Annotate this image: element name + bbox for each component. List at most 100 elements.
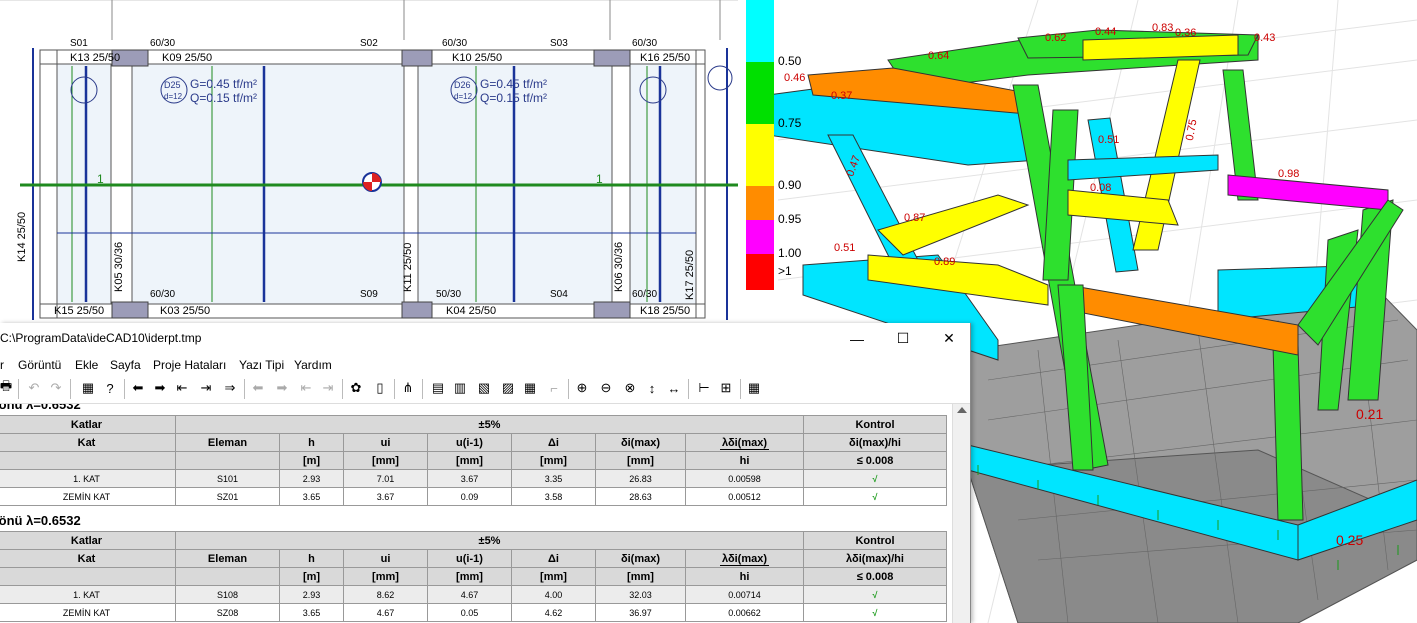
model-value: 0.83 — [1152, 22, 1174, 34]
unit-cell: [mm] — [511, 451, 596, 470]
format-icon[interactable]: ⌐ — [550, 380, 558, 396]
menu-sayfa[interactable]: Sayfa — [110, 358, 141, 372]
report-content[interactable]: Yönü λ=0.6532 Katlar ±5% Kontrol Kat Ele… — [0, 404, 952, 623]
window-title: C:\ProgramData\ideCAD10\iderpt.tmp — [0, 331, 202, 345]
last-disabled-icon[interactable]: ⇥ — [322, 380, 334, 395]
check-mark: √ — [803, 469, 947, 488]
unit-cell: [mm] — [427, 567, 512, 586]
maximize-button[interactable]: ☐ — [896, 330, 910, 346]
minimize-button[interactable]: — — [850, 330, 864, 347]
columns-icon[interactable]: ⊞ — [720, 380, 732, 395]
legend-swatch — [746, 0, 774, 62]
grid-icon[interactable]: ▦ — [523, 380, 537, 395]
column-label: K05 30/36 — [113, 241, 125, 292]
undo-icon[interactable]: ↶ — [28, 380, 40, 395]
zoom-out-icon[interactable]: ⊖ — [600, 380, 612, 395]
unit-cell: [mm] — [427, 451, 512, 470]
menu-gorunum[interactable]: Görüntü — [18, 358, 62, 372]
cell: 2.93 — [279, 469, 344, 488]
first-disabled-icon[interactable]: ⇤ — [300, 380, 312, 395]
goto-icon[interactable]: ⇒ — [224, 380, 236, 395]
arrow-right-icon[interactable]: ➡ — [154, 380, 166, 395]
header-tolerance: ±5% — [175, 415, 804, 434]
table-icon[interactable]: ▦ — [747, 380, 761, 395]
title-bar[interactable]: C:\ProgramData\ideCAD10\iderpt.tmp — ☐ ✕ — [0, 323, 970, 354]
fit-width-icon[interactable]: ↔ — [667, 380, 681, 396]
vertical-scrollbar[interactable] — [952, 404, 970, 623]
cell: 26.83 — [595, 469, 686, 488]
calculator-icon[interactable]: ▦ — [81, 380, 95, 395]
scroll-up-arrow-icon[interactable] — [957, 407, 967, 413]
col-lambda-delta: λδi(max) — [685, 433, 804, 452]
legend-label: 0.90 — [778, 178, 802, 192]
zoom-fit-icon[interactable]: ⊗ — [624, 380, 636, 395]
page-layout-icon-4[interactable]: ▨ — [501, 380, 515, 395]
menu-yardim[interactable]: Yardım — [294, 358, 332, 372]
table-row: ZEMİN KAT SZ08 3.65 4.67 0.05 4.62 36.97… — [0, 603, 947, 622]
prev-disabled-icon[interactable]: ⬅ — [252, 380, 264, 395]
zoom-in-icon[interactable]: ⊕ — [576, 380, 588, 395]
menu-bar: r Görüntü Ekle Sayfa Proje Hataları Yazı… — [0, 354, 970, 375]
col-h: h — [279, 549, 344, 568]
split-icon[interactable]: ⊢ — [698, 380, 710, 395]
beam-label: K13 25/50 — [70, 52, 121, 64]
unit-cell — [0, 567, 176, 586]
menu-item[interactable]: r — [0, 358, 4, 372]
cell: 4.62 — [511, 603, 596, 622]
menu-proje-hatalari[interactable]: Proje Hataları — [153, 358, 227, 372]
menu-ekle[interactable]: Ekle — [75, 358, 99, 372]
col-ratio: λδi(max)/hi — [803, 549, 947, 568]
cell: 4.00 — [511, 585, 596, 604]
header-katlar: Katlar — [0, 531, 176, 550]
axis-label: 1 — [596, 172, 603, 186]
slab-label: S03 — [550, 38, 568, 49]
cell: 2.93 — [279, 585, 344, 604]
unit-cell — [175, 451, 280, 470]
dim-label: 60/30 — [632, 289, 658, 300]
next-disabled-icon[interactable]: ➡ — [276, 380, 288, 395]
page-layout-icon-2[interactable]: ▥ — [453, 380, 467, 395]
check-mark: √ — [803, 603, 947, 622]
model-value: 0.46 — [784, 72, 806, 84]
table-row: 1. KAT S101 2.93 7.01 3.67 3.35 26.83 0.… — [0, 469, 947, 488]
cell: 3.35 — [511, 469, 596, 488]
page-layout-icon-1[interactable]: ▤ — [431, 380, 445, 395]
beam-label: K16 25/50 — [640, 52, 691, 64]
close-button[interactable]: ✕ — [943, 330, 955, 346]
print-icon[interactable]: 🖶 — [0, 378, 13, 393]
model-value: 0.44 — [1095, 26, 1117, 38]
settings-icon[interactable]: ✿ — [350, 380, 362, 395]
last-page-icon[interactable]: ⇥ — [200, 380, 212, 395]
cell: 3.58 — [511, 487, 596, 506]
redo-icon[interactable]: ↷ — [50, 380, 62, 395]
cell: 0.00662 — [685, 603, 804, 622]
cell: SZ08 — [175, 603, 280, 622]
col-ui: ui — [343, 433, 428, 452]
cell: 36.97 — [595, 603, 686, 622]
header-kontrol: Kontrol — [803, 531, 947, 550]
menu-yazi-tipi[interactable]: Yazı Tipi — [239, 358, 285, 372]
col-kat: Kat — [0, 433, 176, 452]
first-page-icon[interactable]: ⇤ — [176, 380, 188, 395]
floor-plan-view[interactable]: S01 S02 S03 S09 S04 K13 25/50 K09 25/50 … — [0, 0, 738, 323]
page-icon[interactable]: ▯ — [376, 380, 384, 395]
legend-swatch — [746, 220, 774, 254]
fit-height-icon[interactable]: ↕ — [648, 380, 656, 396]
legend-label: 0.75 — [778, 116, 802, 130]
report-window[interactable]: C:\ProgramData\ideCAD10\iderpt.tmp — ☐ ✕… — [0, 323, 971, 623]
unit-cell: [mm] — [343, 567, 428, 586]
col-delta: Δi — [511, 433, 596, 452]
cell: 1. KAT — [0, 585, 176, 604]
help-icon[interactable]: ? — [106, 380, 114, 396]
col-delta-max: δi(max) — [595, 433, 686, 452]
cell: ZEMİN KAT — [0, 487, 176, 506]
arrow-left-icon[interactable]: ⬅ — [132, 380, 144, 395]
beam-label: K15 25/50 — [54, 305, 105, 317]
model-value: 0.62 — [1045, 32, 1067, 44]
column-label: K14 25/50 — [16, 211, 28, 262]
page-layout-icon-3[interactable]: ▧ — [477, 380, 491, 395]
tree-icon[interactable]: ⋔ — [402, 380, 414, 395]
axis-label: 1 — [97, 172, 104, 186]
